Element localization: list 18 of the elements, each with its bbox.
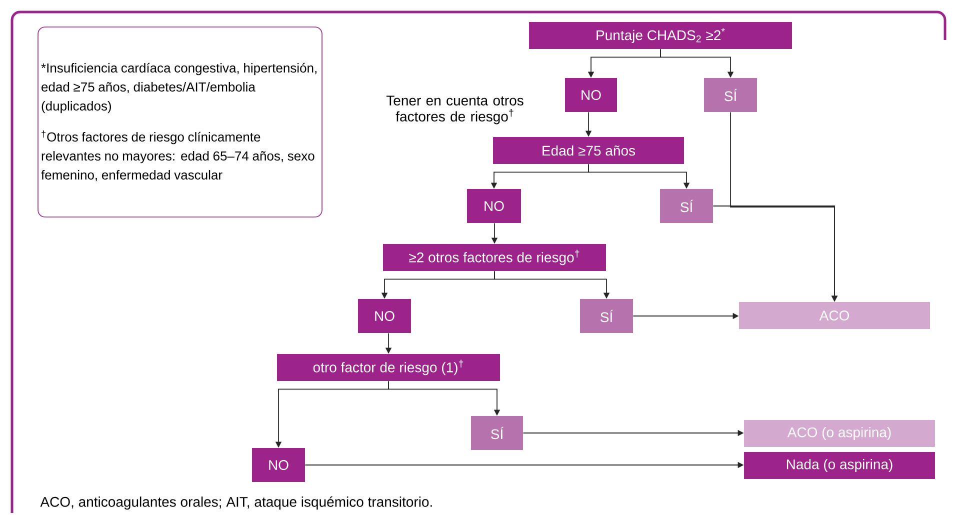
answer-box: NO xyxy=(358,299,411,333)
result-box: Nada (o aspirina) xyxy=(744,452,935,479)
decision-box: ≥2 otros factores de riesgo$^{†}$ xyxy=(383,244,606,271)
decision-box: otro factor de riesgo (1)$^{†}$ xyxy=(277,354,500,381)
answer-box: SÍ xyxy=(660,189,713,223)
answer-box: NO xyxy=(252,448,305,482)
note-box: *Insuficiencia cardíaca congestiva, hipertensión, edad ≥75 años, diabetes/AIT/embolia (duplicados) $^{†}$Otros factores de riesgo clínicamente relevantes no mayores: edad 65–74 años, sexo femenino, enfermedad vascular xyxy=(38,26,322,218)
result-box: ACO xyxy=(739,302,930,329)
note-text: Tener en cuenta otros factores de riesgo$^{†}$ xyxy=(386,96,524,124)
answer-box: SÍ xyxy=(704,78,757,112)
answer-box: NO xyxy=(467,189,521,223)
answer-box: NO xyxy=(565,78,617,112)
answer-box: SÍ xyxy=(580,299,633,333)
answer-box: SÍ xyxy=(471,416,523,450)
decision-box: Edad ≥75 años xyxy=(493,137,684,164)
decision-box: Puntaje CHADS$_{2}$ ≥2$^{*}$ xyxy=(529,22,792,49)
result-box: ACO (o aspirina) xyxy=(744,420,935,447)
caption: ACO, anticoagulantes orales; AIT, ataque isquémico transitorio. xyxy=(40,496,432,510)
